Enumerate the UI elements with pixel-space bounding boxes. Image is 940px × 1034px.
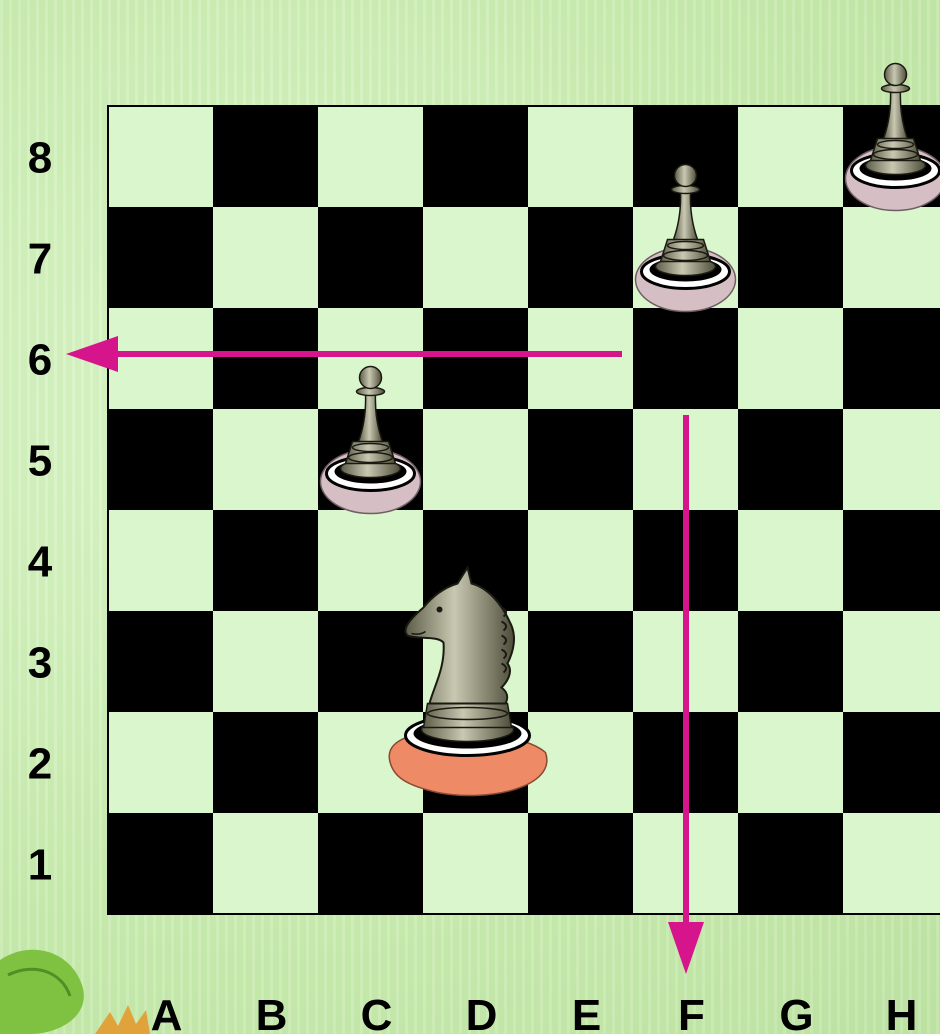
square-h5 [843, 409, 940, 510]
rank-label-1: 1 [28, 841, 52, 890]
square-d7 [423, 207, 528, 308]
square-g8 [738, 106, 843, 207]
rank-label-5: 5 [28, 437, 52, 486]
square-c1 [318, 813, 423, 914]
rank-labels: 8 7 6 5 4 3 2 1 [28, 134, 53, 890]
file-label-c: C [361, 991, 393, 1034]
rank-label-8: 8 [28, 134, 52, 183]
square-d8 [423, 106, 528, 207]
square-b6 [213, 308, 318, 409]
square-c8 [318, 106, 423, 207]
square-a7 [108, 207, 213, 308]
square-e7 [528, 207, 633, 308]
square-d6 [423, 308, 528, 409]
square-g5 [738, 409, 843, 510]
square-c7 [318, 207, 423, 308]
square-g4 [738, 510, 843, 611]
square-d5 [423, 409, 528, 510]
file-label-h: H [886, 991, 918, 1034]
file-label-g: G [779, 991, 813, 1034]
rank-label-7: 7 [28, 235, 52, 284]
square-e5 [528, 409, 633, 510]
square-a6 [108, 308, 213, 409]
square-g1 [738, 813, 843, 914]
square-d1 [423, 813, 528, 914]
file-label-f: F [678, 991, 705, 1034]
square-h7 [843, 207, 940, 308]
square-h6 [843, 308, 940, 409]
square-a2 [108, 712, 213, 813]
corner-leaf-decoration [0, 950, 150, 1034]
file-label-b: B [256, 991, 288, 1034]
square-e6 [528, 308, 633, 409]
square-c4 [318, 510, 423, 611]
square-h4 [843, 510, 940, 611]
square-a3 [108, 611, 213, 712]
square-h3 [843, 611, 940, 712]
square-b2 [213, 712, 318, 813]
square-b1 [213, 813, 318, 914]
file-label-e: E [572, 991, 601, 1034]
square-a8 [108, 106, 213, 207]
square-b5 [213, 409, 318, 510]
square-g7 [738, 207, 843, 308]
square-g6 [738, 308, 843, 409]
square-a1 [108, 813, 213, 914]
square-a4 [108, 510, 213, 611]
file-label-a: A [151, 991, 183, 1034]
square-g3 [738, 611, 843, 712]
rank-label-3: 3 [28, 639, 52, 688]
square-e8 [528, 106, 633, 207]
square-g2 [738, 712, 843, 813]
square-h2 [843, 712, 940, 813]
file-label-d: D [466, 991, 498, 1034]
rank-label-2: 2 [28, 740, 52, 789]
rank-label-6: 6 [28, 336, 52, 385]
square-e3 [528, 611, 633, 712]
square-e1 [528, 813, 633, 914]
square-h1 [843, 813, 940, 914]
square-e4 [528, 510, 633, 611]
square-a5 [108, 409, 213, 510]
rank-label-4: 4 [28, 538, 53, 587]
square-f6 [633, 308, 738, 409]
square-b8 [213, 106, 318, 207]
chessboard [108, 106, 940, 914]
square-b3 [213, 611, 318, 712]
square-b4 [213, 510, 318, 611]
square-b7 [213, 207, 318, 308]
file-labels: A B C D E F G H [151, 991, 918, 1034]
